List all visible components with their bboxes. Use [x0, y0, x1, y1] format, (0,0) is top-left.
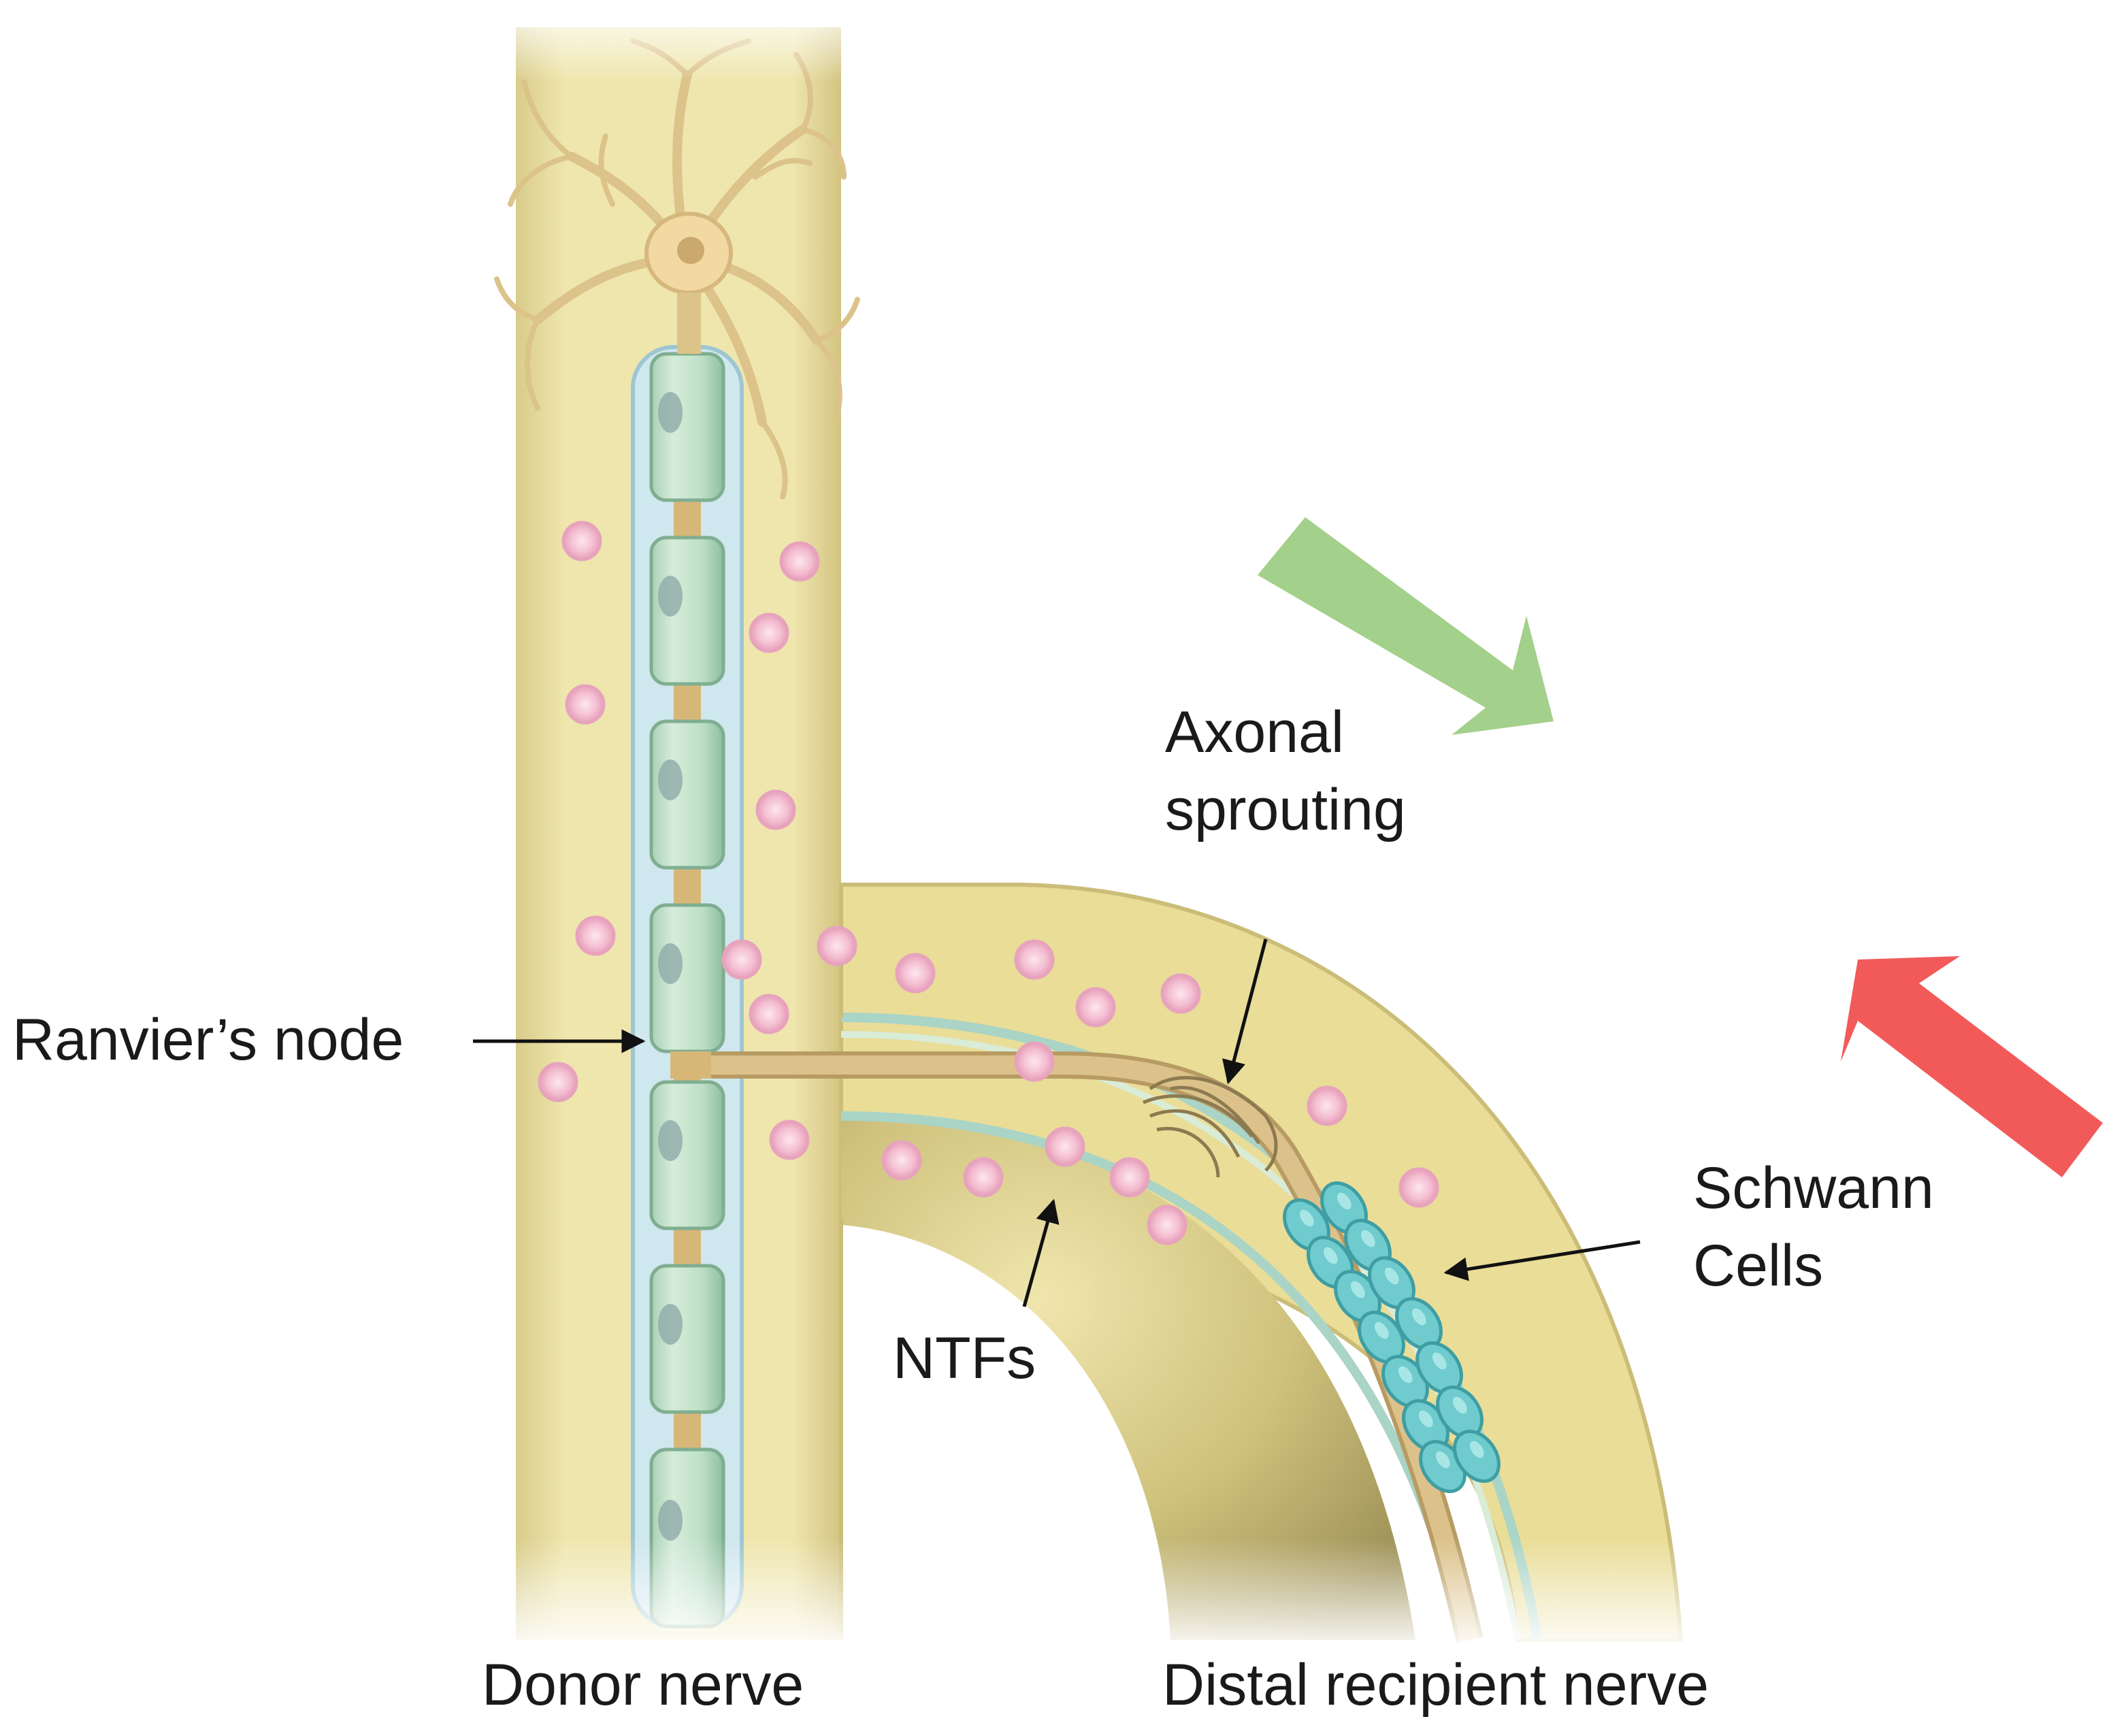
axonal-sprouting-line-2: sprouting — [1165, 776, 1406, 842]
schwann-cell-highlight — [1435, 1451, 1450, 1469]
arrow-up-left-icon — [1841, 956, 2103, 1177]
ntf-dot — [721, 939, 762, 980]
schwann-cell-highlight — [1384, 1267, 1399, 1285]
leader-lines — [473, 938, 1641, 1307]
ranvier-node-junction — [670, 1051, 711, 1079]
schwann-nucleus — [658, 943, 683, 984]
donor-nerve-label: Donor nerve — [482, 1652, 804, 1718]
ntf-dot — [1109, 1157, 1150, 1198]
ntf-dot — [1014, 939, 1055, 980]
myelin-segment — [649, 1080, 725, 1230]
axonal-sprouting-label: Axonal sprouting — [1165, 694, 1406, 849]
ntf-dot — [1160, 973, 1201, 1014]
schwann-nucleus — [658, 1500, 683, 1541]
schwann-cell-highlight — [1469, 1441, 1484, 1458]
ranvier-node-label: Ranvier’s node — [12, 1007, 404, 1072]
ntf-dot — [749, 612, 789, 653]
ntf-dot — [561, 521, 602, 561]
schwann-cell-highlight — [1323, 1247, 1338, 1264]
schwann-cell-highlight — [1432, 1352, 1447, 1370]
schwann-nucleus — [658, 1120, 683, 1161]
myelin-segment — [649, 536, 725, 686]
schwann-cell-highlight — [1299, 1209, 1314, 1227]
growth-cone — [1143, 1076, 1278, 1178]
axonal-sprouting-line-1: Axonal — [1165, 700, 1344, 765]
schwann-cell-highlight — [1350, 1281, 1365, 1298]
schwann-cells — [1283, 1181, 1501, 1493]
ntf-dot — [1075, 987, 1116, 1028]
ntf-dot — [779, 541, 820, 582]
ntf-dot — [1147, 1205, 1187, 1245]
distal-recipient-nerve-label: Distal recipient nerve — [1162, 1652, 1709, 1718]
schwann-nucleus — [658, 392, 683, 433]
schwann-cell-highlight — [1418, 1410, 1433, 1428]
schwann-nucleus — [658, 576, 683, 617]
schwann-cell-highlight — [1337, 1192, 1352, 1210]
schwann-cell-highlight — [1398, 1366, 1413, 1383]
schwann-cell-highlight — [1411, 1308, 1426, 1326]
myelin-segment — [649, 719, 725, 870]
ntf-dot — [1014, 1041, 1055, 1082]
schwann-nucleus — [658, 759, 683, 800]
schwann-cells-leader — [1443, 1240, 1641, 1281]
ntf-dot — [1398, 1167, 1439, 1208]
ntfs-leader — [1022, 1198, 1060, 1307]
ntf-dot — [963, 1157, 1004, 1198]
ntf-dot — [895, 953, 936, 994]
schwann-cell-highlight — [1360, 1230, 1375, 1247]
ntf-dot — [817, 926, 857, 966]
ntf-dot — [1307, 1085, 1347, 1126]
neurotrophic-factor-dots — [538, 521, 1439, 1245]
schwann-cells-line-1: Schwann — [1693, 1156, 1934, 1221]
ntf-dot — [575, 915, 616, 956]
schwann-cells-line-2: Cells — [1693, 1232, 1824, 1298]
ntf-dot — [749, 994, 789, 1034]
ntfs-label: NTFs — [893, 1326, 1036, 1391]
schwann-cell-highlight — [1452, 1396, 1467, 1414]
ntf-dot — [769, 1119, 810, 1160]
ntf-dot — [755, 789, 796, 830]
arrow-down-right-icon — [1258, 517, 1554, 735]
ntf-dot — [881, 1140, 922, 1181]
myelin-segment — [649, 1264, 725, 1414]
ntf-dot — [538, 1062, 578, 1102]
schwann-cells-label: Schwann Cells — [1693, 1150, 1934, 1305]
axonal-sprouting-leader — [1222, 938, 1268, 1085]
schwann-nucleus — [658, 1304, 683, 1345]
schwann-cell-highlight — [1374, 1322, 1389, 1339]
ntf-dot — [1045, 1126, 1085, 1167]
ntf-dot — [565, 684, 606, 725]
